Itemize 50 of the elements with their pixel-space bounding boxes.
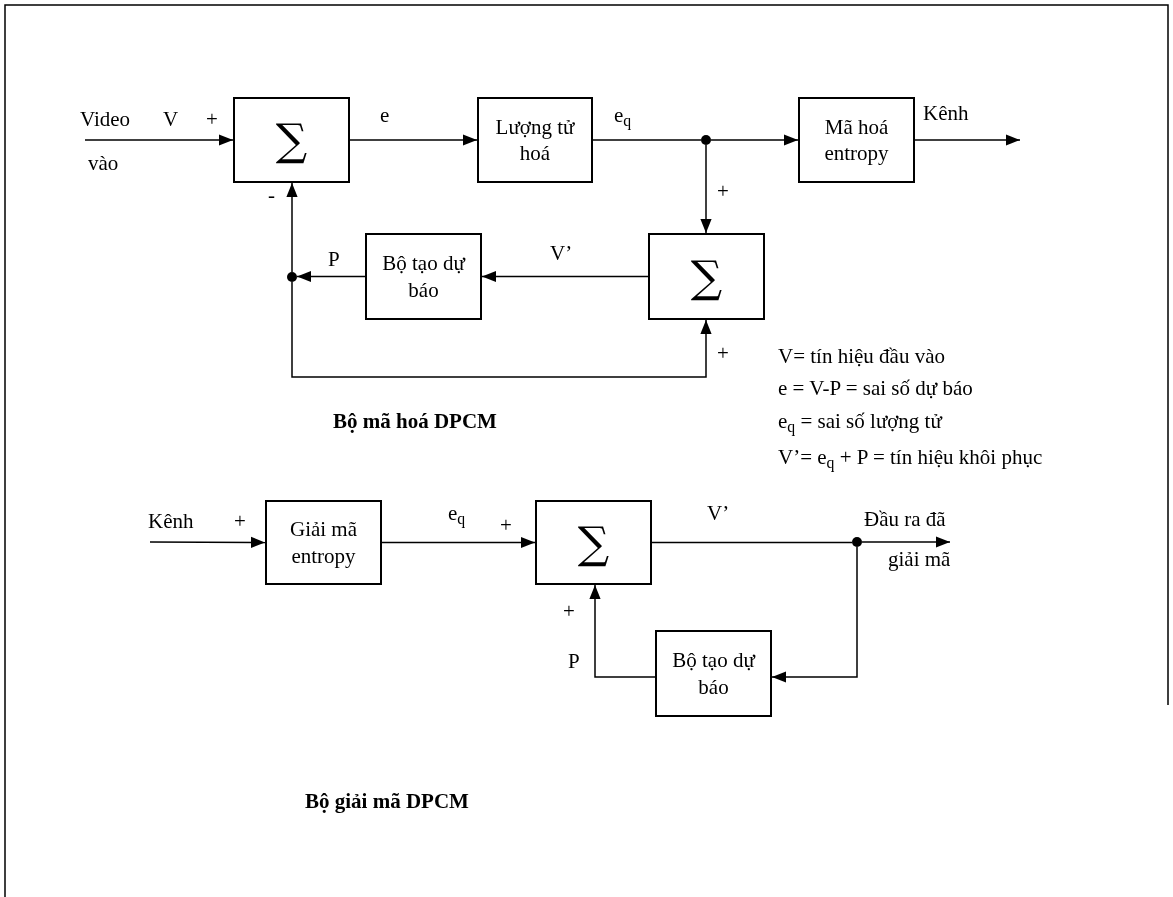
box-label: Bộ tạo dự báo [381,250,467,303]
arrow [291,281,712,378]
arrow [381,536,536,549]
annotation-text: + [717,178,729,205]
arrow [589,584,656,678]
annotation-text: + [206,106,218,133]
arrow [700,144,712,234]
box-label: Giải mã entropy [288,516,359,569]
annotation-text: V= tín hiệu đầu vào [778,343,945,370]
process-box [798,97,915,183]
annotation-text: V [163,106,179,133]
annotation-text: e = V-P = sai số dự báo [778,375,973,402]
annotation-text: vào [88,150,119,177]
output-label: Đầu ra đã [864,506,947,533]
box-label: Lượng tử hoá [494,113,576,167]
box-label: Bộ tạo dự báo [671,647,757,700]
sum-symbol: ∑ [275,118,308,162]
arrow [84,134,234,146]
annotation-text: + [234,508,246,535]
arrow [286,182,298,273]
arrow [296,270,366,283]
annotation-text: + [717,340,729,367]
process-box [365,233,482,320]
annotation-text: e$_{q}$ = sai số lượng tử [778,408,942,435]
arrow [861,536,951,548]
annotation-text: Video [80,106,131,133]
annotation-text: V’= e$_{q}$ + P = tín hiệu khôi phục [778,444,1043,471]
arrow [149,536,266,549]
annotation-text: Kênh [923,100,969,127]
summing-junction-box [535,500,652,585]
box-label: Mã hoá entropy [823,113,890,167]
annotation-text: + [500,512,512,539]
summing-junction-box [233,97,350,183]
arrow [349,134,478,146]
diagram-heading: Bộ mã hoá DPCM [333,408,497,435]
annotation-text: + [563,598,575,625]
arrow [914,134,1021,146]
process-box [477,97,593,183]
process-box [265,500,382,585]
summing-junction-box [648,233,765,320]
arrow [771,546,858,683]
sum-symbol: ∑ [577,520,610,565]
arrow [710,134,799,146]
annotation-text: Kênh [148,508,194,535]
annotation-text: - [268,182,275,209]
process-box [655,630,772,717]
arrow [481,270,649,283]
sum-symbol: ∑ [690,254,723,299]
diagram-heading: Bộ giải mã DPCM [305,788,469,815]
output-label: giải mã [887,545,952,572]
